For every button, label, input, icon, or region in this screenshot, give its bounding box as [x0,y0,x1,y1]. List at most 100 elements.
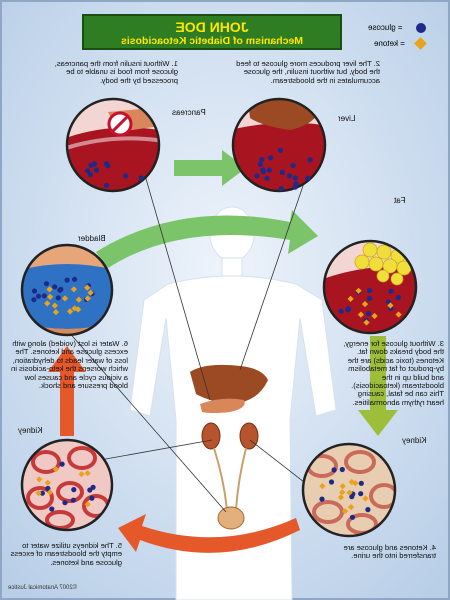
arrow-pancreas-to-liver [174,150,246,186]
glucose-particle [307,157,313,163]
step-1-text: 1. Without insulin from the pancreas, gl… [54,59,178,85]
glucose-particle [259,157,265,163]
circle-bladder [22,245,112,335]
ketone-particle [341,508,349,515]
ketone-particle [339,489,346,496]
ketone-particle [347,295,354,303]
glucose-particle [349,514,356,520]
label-kidney-right: Kidney [402,436,427,445]
glucose-particle [64,277,70,283]
glucose-particle [72,276,78,282]
glucose-particle [328,479,335,485]
glucose-particle [290,162,296,168]
glucose-particle [367,288,373,294]
glucose-particle [358,480,364,486]
glucose-particle [305,175,311,181]
glucose-particle [338,308,344,314]
glucose-particle [339,466,345,473]
glucose-particle [85,168,91,174]
glucose-particle [43,281,50,287]
glucose-particle [345,306,352,312]
glucose-particle [395,295,401,301]
kidney-organ-body-right [201,422,221,450]
glucose-particle [319,496,325,502]
arrow-fat-curve [96,210,318,268]
circle-kidney-right [303,444,395,536]
glucose-particle [266,167,272,173]
ketone-particle [362,495,369,502]
ketone-particle [339,483,346,490]
glucose-particle [279,169,285,175]
glucose-particle [388,288,394,294]
glucose-particle [58,286,64,292]
ketone-particle [371,312,378,320]
glucose-particle [31,297,37,303]
copyright-notice: ©2007 Anatomical Justice [8,585,78,591]
pancreas-organ-body [200,398,245,413]
circle-kidney-left-rim [20,438,114,532]
glucose-particle [52,284,58,290]
glucose-particle [358,491,364,497]
ketone-particle [395,311,402,318]
glucose-particle [70,497,76,503]
ketone-particle [387,302,394,309]
glucose-particle [59,461,65,467]
label-bladder: Bladder [78,234,106,243]
glucose-particle [260,167,266,173]
step-4-text: 4. Ketones and glucose are transferred i… [343,543,436,561]
glucose-particle [366,295,373,302]
glucose-particle [292,175,298,181]
label-fat: Fat [394,196,406,205]
glucose-particle [55,295,61,301]
patient-name: JOHN DOE [175,19,249,35]
liver-organ-body [190,364,268,404]
bladder-organ-body [217,506,245,530]
ketone-particle [346,489,353,496]
glucose-particle [89,495,95,501]
glucose-particle [331,467,337,473]
circle-pancreas-rim [65,97,161,193]
circle-kidney-right-rim [301,442,397,538]
glucose-particle [35,293,42,299]
glucose-swatch-icon [416,23,426,33]
glucose-particle [41,293,47,299]
ketone-particle [355,287,362,294]
circle-liver-rim [231,97,327,193]
circle-bladder-rim [20,243,114,337]
glucose-particle [267,155,274,161]
ketone-particle [363,319,370,326]
glucose-particle [287,173,293,179]
glucose-particle [138,175,144,181]
glucose-particle [365,311,372,317]
label-kidney-left: Kidney [18,426,43,435]
legend-ketone-label: = ketone [374,39,405,48]
glucose-particle [278,186,284,192]
legend-glucose-label: = glucose [368,23,403,32]
circle-fat [324,241,416,333]
step-2-text: 2. The liver produces more glucose to fe… [236,59,380,85]
glucose-particle [62,500,68,506]
ketone-particle [361,300,369,308]
legend-ketone: = ketone [368,37,438,50]
glucose-particle [365,507,371,513]
label-liver: Liver [338,114,356,123]
kidney-organ-body-left [239,422,259,450]
label-pancreas: Pancreas [172,108,206,117]
step-3-text: 3. Without glucose for energy, the body … [343,339,444,407]
ketone-particle [348,478,355,486]
glucose-particle [39,490,46,496]
glucose-particle [254,173,260,179]
glucose-particle [257,161,263,167]
diagram-title: Mechanism of Diabetic Ketoacidosis [120,35,304,47]
circle-fat-rim [322,239,418,335]
glucose-particle [87,487,93,493]
title-banner: JOHN DOE Mechanism of Diabetic Ketoacido… [82,14,342,50]
glucose-particle [264,175,270,181]
glucose-particle [123,173,129,179]
glucose-particle [103,182,110,189]
circle-kidney-left [22,440,112,530]
glucose-particle [31,288,38,294]
arrow-kidney-curve [118,514,300,553]
